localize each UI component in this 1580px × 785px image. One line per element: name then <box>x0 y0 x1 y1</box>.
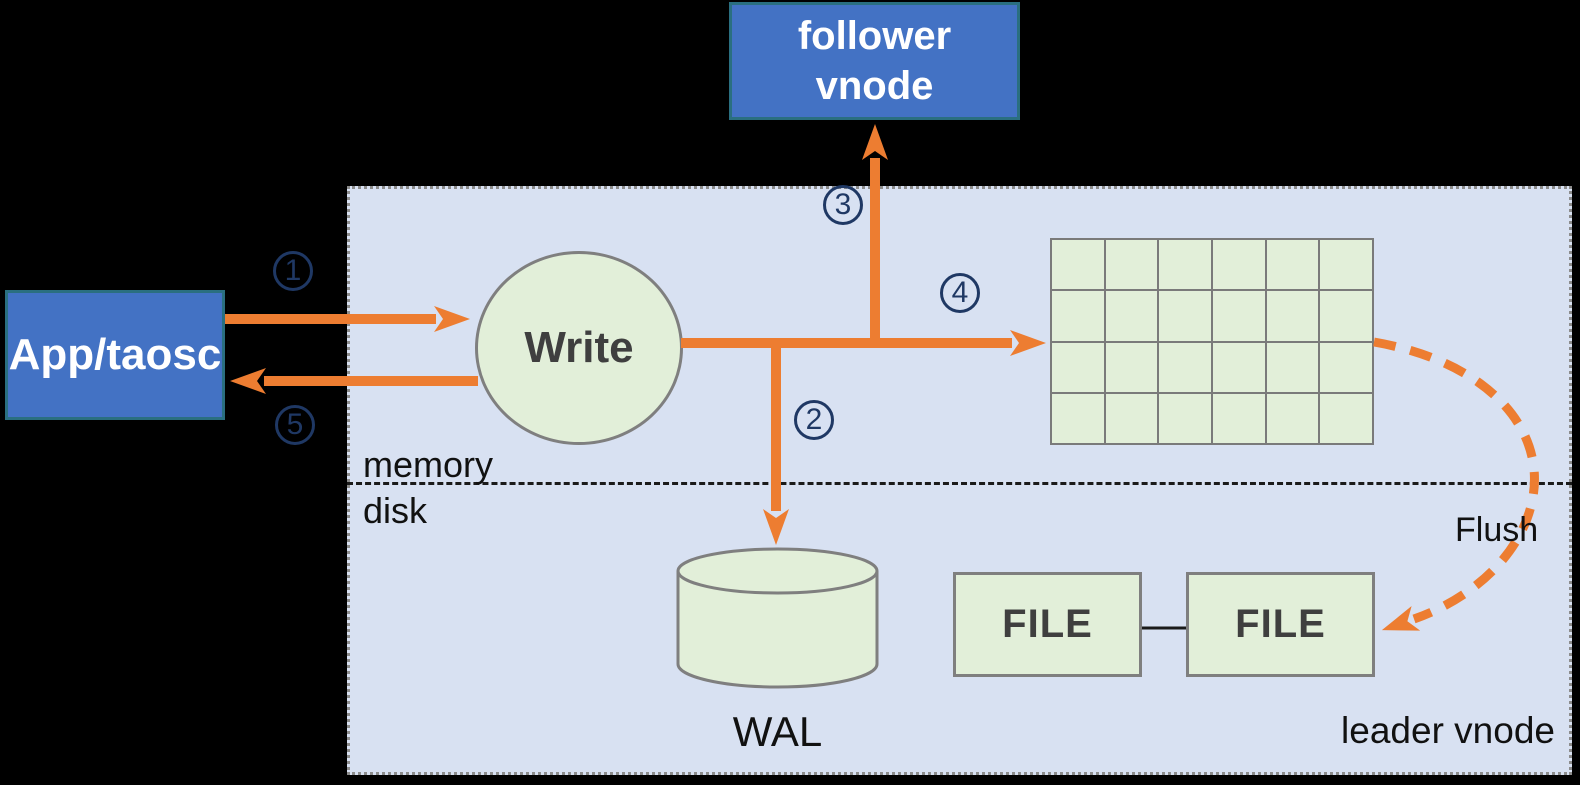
file-box-2-label: FILE <box>1235 602 1326 646</box>
memtable-cell <box>1320 342 1372 392</box>
step-1-badge: 1 <box>273 251 313 291</box>
memory-label: memory <box>363 444 494 485</box>
memtable-cell <box>1320 393 1372 443</box>
file-box-1-label: FILE <box>1002 602 1093 646</box>
memtable-cell <box>1105 240 1158 290</box>
memtable-cell <box>1320 240 1372 290</box>
memtable-cell <box>1266 393 1319 443</box>
memtable-cell <box>1213 342 1265 392</box>
memtable-cell <box>1105 342 1158 392</box>
memtable-cell <box>1052 393 1104 443</box>
app-taosc-label: App/taosc <box>8 330 222 379</box>
flush-label: Flush <box>1455 511 1539 549</box>
memtable-cell <box>1213 291 1265 341</box>
wal-label: WAL <box>732 708 823 755</box>
leader-vnode-label: leader vnode <box>1341 710 1555 751</box>
memtable-cell <box>1266 240 1319 290</box>
app-taosc-box: App/taosc <box>5 290 225 420</box>
memtable-cell <box>1105 291 1158 341</box>
memtable-cell <box>1266 342 1319 392</box>
memtable-cell <box>1052 291 1104 341</box>
memtable-grid <box>1050 238 1374 445</box>
memtable-cell <box>1159 342 1211 392</box>
memtable-cell <box>1052 342 1104 392</box>
disk-label: disk <box>363 490 428 531</box>
write-label: Write <box>524 323 634 372</box>
memory-disk-divider <box>347 482 1572 485</box>
memtable-cell <box>1159 291 1211 341</box>
step-2-badge: 2 <box>794 400 834 440</box>
follower-vnode-label-line1: follower <box>797 14 952 58</box>
step-4-badge: 4 <box>940 273 980 313</box>
memtable-cell <box>1266 291 1319 341</box>
memtable-cell <box>1052 240 1104 290</box>
file-box-1: FILE <box>953 572 1142 677</box>
follower-vnode-label-line2: vnode <box>815 64 934 108</box>
memtable-cell <box>1213 240 1265 290</box>
step-5-badge: 5 <box>275 405 315 445</box>
step-3-badge: 3 <box>823 185 863 225</box>
memtable-cell <box>1320 291 1372 341</box>
memtable-cell <box>1159 240 1211 290</box>
write-process-circle: Write <box>475 251 683 445</box>
file-box-2: FILE <box>1186 572 1375 677</box>
follower-vnode-box: follower vnode <box>729 2 1020 120</box>
memtable-cell <box>1105 393 1158 443</box>
memtable-cell <box>1159 393 1211 443</box>
memtable-cell <box>1213 393 1265 443</box>
